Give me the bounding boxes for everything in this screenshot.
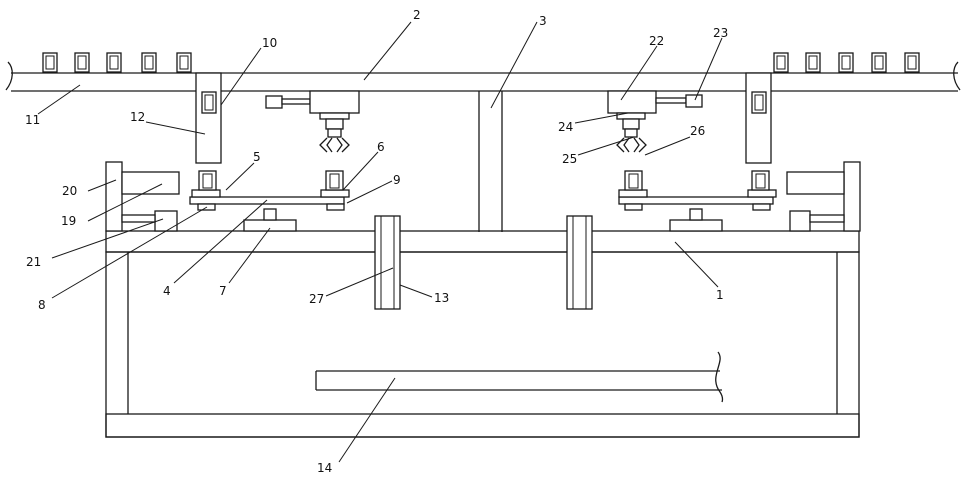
label-4: 4 <box>163 284 171 298</box>
feed-chute-left <box>196 73 221 163</box>
label-26: 26 <box>690 124 705 138</box>
gripper-left <box>266 91 359 152</box>
cylinder-right <box>567 216 592 309</box>
feed-chute-right <box>746 73 771 163</box>
gripper-right <box>608 91 702 152</box>
label-20: 20 <box>62 184 77 198</box>
work-plate-left <box>190 171 349 231</box>
label-6: 6 <box>377 140 385 154</box>
label-23: 23 <box>713 26 728 40</box>
label-21: 21 <box>26 255 41 269</box>
label-25: 25 <box>562 152 577 166</box>
label-7: 7 <box>219 284 227 298</box>
label-3: 3 <box>539 14 547 28</box>
label-22: 22 <box>649 34 664 48</box>
support-column <box>479 91 502 232</box>
label-14: 14 <box>317 461 332 475</box>
label-8: 8 <box>38 298 46 312</box>
label-12: 12 <box>130 110 145 124</box>
side-clamp-right <box>787 162 860 231</box>
conveyor-workpieces-left <box>43 53 191 72</box>
label-2: 2 <box>413 8 421 22</box>
label-1: 1 <box>716 288 724 302</box>
label-11: 11 <box>25 113 40 127</box>
label-19: 19 <box>61 214 76 228</box>
label-27: 27 <box>309 292 324 306</box>
cylinder-left <box>375 216 400 309</box>
label-13: 13 <box>434 291 449 305</box>
label-10: 10 <box>262 36 277 50</box>
conveyor-workpieces-right <box>774 53 919 72</box>
label-5: 5 <box>253 150 261 164</box>
machine-frame <box>106 231 859 437</box>
side-clamp-left <box>106 162 179 231</box>
label-24: 24 <box>558 120 573 134</box>
slide-rail <box>316 352 723 402</box>
label-9: 9 <box>393 173 401 187</box>
work-plate-right <box>619 171 776 231</box>
